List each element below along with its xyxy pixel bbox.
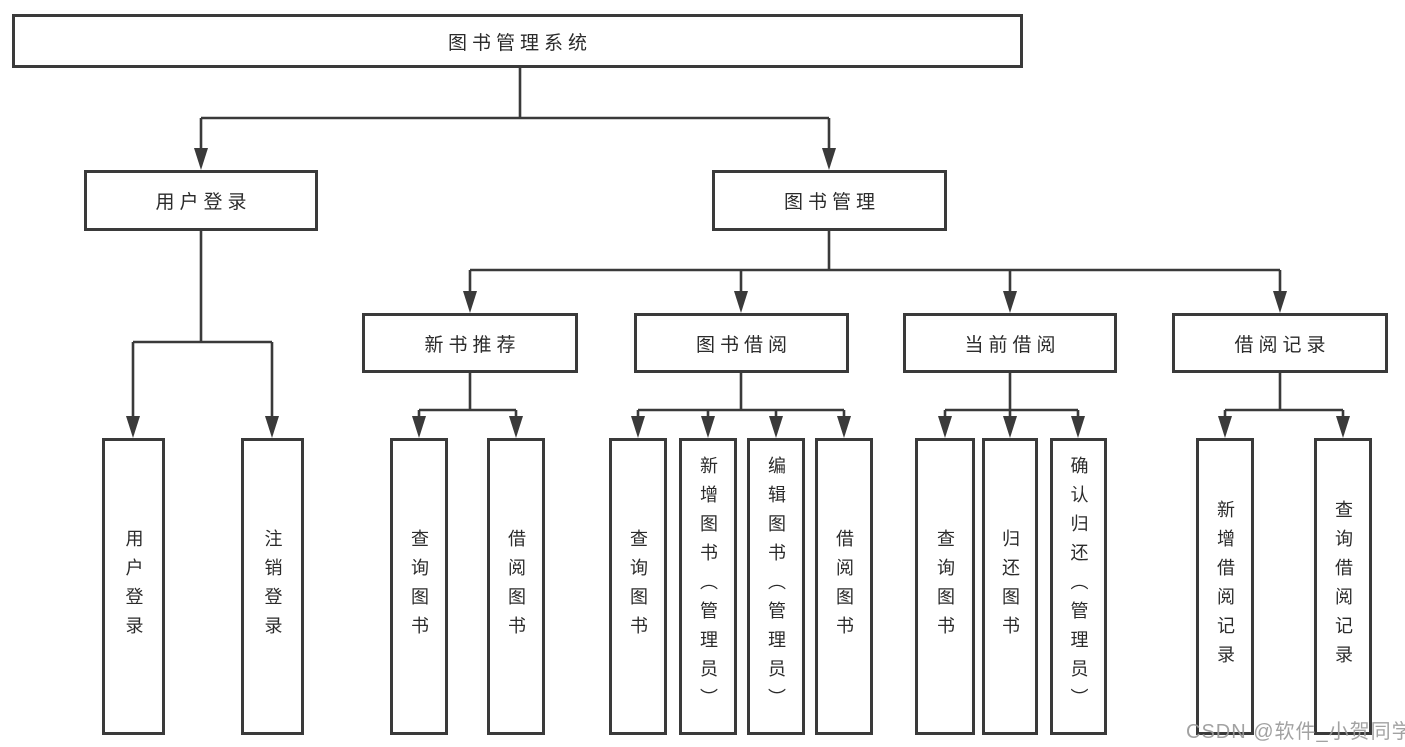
csdn-watermark: CSDN @软件_小贺同学 xyxy=(1186,721,1405,743)
leaf-label: 查询图书 xyxy=(628,528,648,645)
leaf-user-login: 用户登录 xyxy=(102,438,165,735)
leaf-query-books-2: 查询图书 xyxy=(609,438,667,735)
node-label: 借阅记录 xyxy=(1234,334,1331,356)
leaf-query-books-1: 查询图书 xyxy=(390,438,448,735)
leaf-label: 借阅图书 xyxy=(506,528,526,645)
node-label: 当前借阅 xyxy=(964,334,1061,356)
leaf-label: 查询图书 xyxy=(409,528,429,645)
leaf-label: 编辑图书（管理员） xyxy=(766,456,786,717)
node-label: 图书借阅 xyxy=(695,334,792,356)
leaf-query-books-3: 查询图书 xyxy=(915,438,975,735)
node-label: 新书推荐 xyxy=(424,334,521,356)
leaf-add-borrow-record: 新增借阅记录 xyxy=(1196,438,1254,735)
node-user-login: 用户登录 xyxy=(84,170,318,231)
leaf-label: 确认归还（管理员） xyxy=(1068,456,1089,717)
leaf-label: 新增图书（管理员） xyxy=(698,456,718,717)
node-borrow-record: 借阅记录 xyxy=(1172,313,1388,373)
leaf-return-books: 归还图书 xyxy=(982,438,1038,735)
node-book-management: 图书管理 xyxy=(712,170,947,231)
leaf-query-borrow-record: 查询借阅记录 xyxy=(1314,438,1372,735)
node-label: 图书管理系统 xyxy=(447,32,592,54)
leaf-label: 归还图书 xyxy=(1000,528,1020,645)
node-label: 用户登录 xyxy=(155,192,252,213)
leaf-label: 查询图书 xyxy=(935,528,955,645)
node-book-borrow: 图书借阅 xyxy=(634,313,849,373)
leaf-label: 借阅图书 xyxy=(834,528,854,645)
leaf-edit-books-admin: 编辑图书（管理员） xyxy=(747,438,805,735)
leaf-confirm-return-admin: 确认归还（管理员） xyxy=(1050,438,1107,735)
leaf-label: 查询借阅记录 xyxy=(1333,499,1353,674)
leaf-borrow-books-1: 借阅图书 xyxy=(487,438,545,735)
leaf-borrow-books-2: 借阅图书 xyxy=(815,438,873,735)
leaf-add-books-admin: 新增图书（管理员） xyxy=(679,438,737,735)
leaf-label: 用户登录 xyxy=(123,528,144,645)
node-new-book-recommend: 新书推荐 xyxy=(362,313,578,373)
node-label: 图书管理 xyxy=(783,192,880,213)
node-library-management-system: 图书管理系统 xyxy=(12,14,1023,68)
leaf-label: 新增借阅记录 xyxy=(1215,499,1235,674)
leaf-logout: 注销登录 xyxy=(241,438,304,735)
leaf-label: 注销登录 xyxy=(262,528,283,645)
node-current-borrow: 当前借阅 xyxy=(903,313,1117,373)
